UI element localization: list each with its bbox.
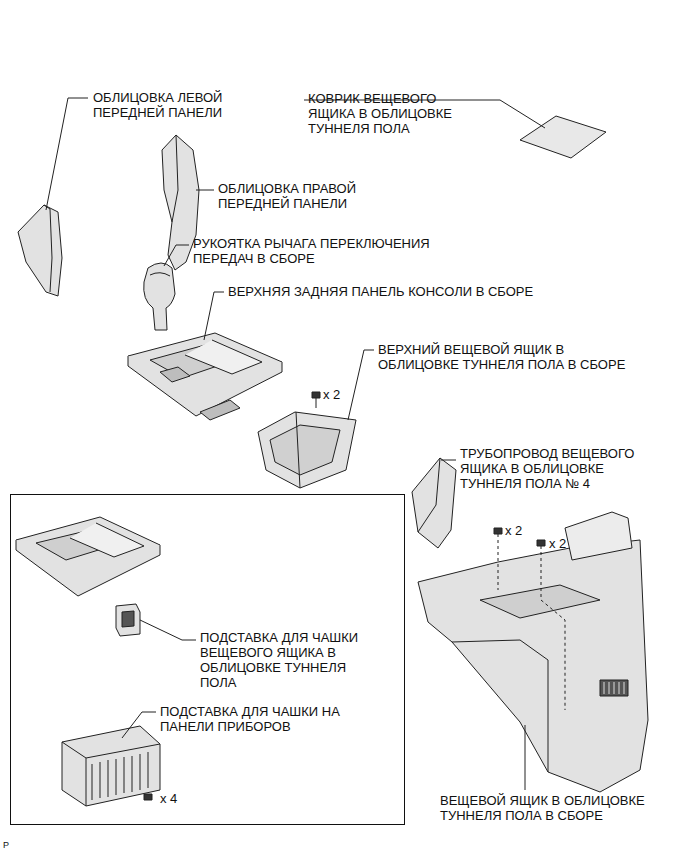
figure-code: P: [3, 840, 23, 850]
quantity-label: x 4: [160, 791, 200, 806]
quantity-label: x 2: [323, 387, 363, 402]
quantity-label: x 2: [505, 523, 545, 538]
part-name: ВЕЩЕВОЙ ЯЩИК В ОБЛИЦОВКЕ ТУННЕЛЯ ПОЛА В …: [440, 793, 680, 823]
part-name: ПОДСТАВКА ДЛЯ ЧАШКИ ВЕЩЕВОГО ЯЩИКА В ОБЛ…: [200, 630, 380, 690]
inset-frame: ПОДСТАВКА ДЛЯ ЧАШКИ ВЕЩЕВОГО ЯЩИКА В ОБЛ…: [10, 494, 405, 825]
part-name: КОВРИК ВЕЩЕВОГО ЯЩИКА В ОБЛИЦОВКЕ ТУННЕЛ…: [308, 91, 478, 136]
part-name: ОБЛИЦОВКА ПРАВОЙ ПЕРЕДНЕЙ ПАНЕЛИ: [218, 181, 383, 211]
part-name: ВЕРХНИЙ ВЕЩЕВОЙ ЯЩИК В ОБЛИЦОВКЕ ТУННЕЛЯ…: [378, 342, 648, 372]
part-name: РУКОЯТКА РЫЧАГА ПЕРЕКЛЮЧЕНИЯ ПЕРЕДАЧ В С…: [193, 236, 478, 266]
part-name: ПОДСТАВКА ДЛЯ ЧАШКИ НА ПАНЕЛИ ПРИБОРОВ: [160, 704, 360, 734]
part-name: ОБЛИЦОВКА ЛЕВОЙ ПЕРЕДНЕЙ ПАНЕЛИ: [93, 90, 253, 120]
part-name: ВЕРХНЯЯ ЗАДНЯЯ ПАНЕЛЬ КОНСОЛИ В СБОРЕ: [228, 284, 628, 299]
part-name: ТРУБОПРОВОД ВЕЩЕВОГО ЯЩИКА В ОБЛИЦОВКЕ Т…: [460, 446, 660, 491]
quantity-label: x 2: [549, 536, 589, 551]
